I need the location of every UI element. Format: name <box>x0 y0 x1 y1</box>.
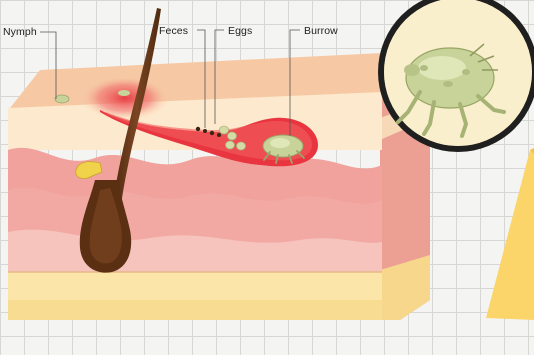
eggs-label: Eggs <box>228 25 252 37</box>
note-card <box>486 148 534 320</box>
burrow-label: Burrow <box>304 25 338 37</box>
inflammation-area <box>81 76 169 120</box>
nymph-icon <box>55 95 69 103</box>
feces-label: Feces <box>159 25 188 37</box>
nymph-label: Nymph <box>3 26 37 38</box>
